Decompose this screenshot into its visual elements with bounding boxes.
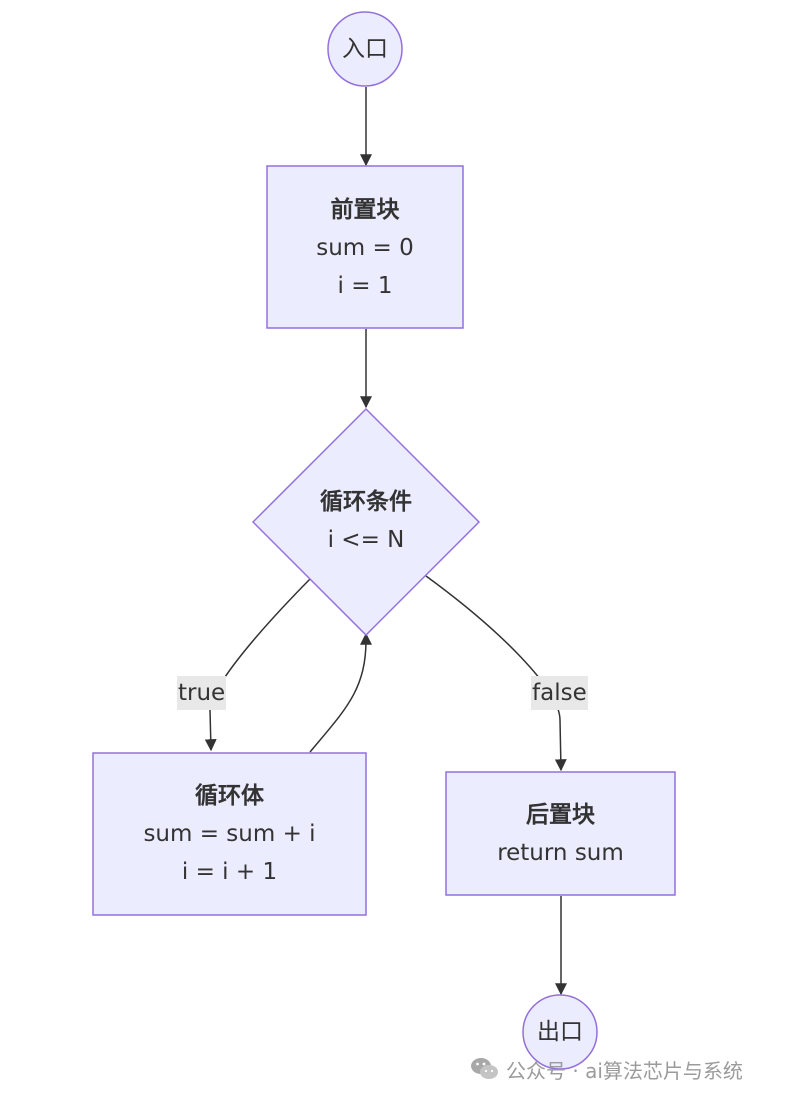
- loop-body-line-2: i = i + 1: [181, 859, 278, 885]
- post-block-line-1: return sum: [497, 840, 624, 866]
- loop-body-label: 循环体 sum = sum + i i = i + 1: [93, 777, 366, 891]
- pre-block-node: [266, 165, 464, 329]
- loop-body-title: 循环体: [195, 783, 264, 809]
- post-block-node: [445, 771, 676, 896]
- pre-block-label: 前置块 sum = 0 i = 1: [267, 191, 463, 305]
- post-block-title: 后置块: [526, 802, 595, 828]
- loop-condition-node: [251, 407, 481, 637]
- exit-node: [522, 994, 598, 1070]
- entry-label: 入口: [325, 30, 405, 68]
- loop-condition-label: 循环条件 i <= N: [276, 483, 456, 559]
- loop-condition-title: 循环条件: [320, 489, 412, 515]
- edge-cond-to-body: [204, 578, 311, 752]
- watermark-text: 公众号 · ai算法芯片与系统: [506, 1058, 743, 1083]
- pre-block-title: 前置块: [330, 197, 400, 223]
- post-block-label: 后置块 return sum: [446, 796, 675, 872]
- true-edge-label: true: [177, 676, 227, 710]
- watermark: 公众号 · ai算法芯片与系统: [470, 1053, 743, 1085]
- edge-cond-to-post: [425, 575, 567, 772]
- entry-text: 入口: [342, 36, 388, 62]
- exit-label: 出口: [520, 1013, 600, 1051]
- entry-node: [327, 11, 403, 87]
- pre-block-line-2: i = 1: [337, 273, 393, 299]
- loop-body-line-1: sum = sum + i: [143, 821, 316, 847]
- wechat-icon: [471, 1058, 498, 1079]
- loop-body-node: [92, 752, 367, 916]
- false-edge-label: false: [531, 676, 588, 710]
- exit-text: 出口: [537, 1019, 583, 1045]
- loop-condition-line-1: i <= N: [327, 527, 405, 553]
- edge-body-to-cond: [309, 632, 372, 753]
- pre-block-line-1: sum = 0: [316, 235, 414, 261]
